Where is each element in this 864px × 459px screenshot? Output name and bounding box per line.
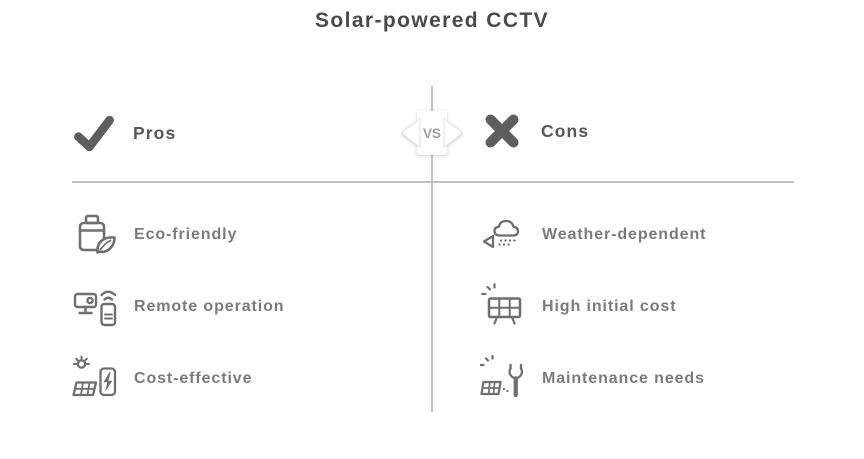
cons-item-row: Weather-dependent xyxy=(480,211,706,259)
check-icon xyxy=(72,111,116,155)
pros-item-row: Eco-friendly xyxy=(72,211,237,259)
solar-panel-icon xyxy=(480,283,528,331)
vs-badge: VS xyxy=(399,110,465,156)
vs-label: VS xyxy=(423,126,441,141)
pros-item-label: Cost-effective xyxy=(134,370,253,387)
cons-item-row: Maintenance needs xyxy=(480,355,705,403)
cross-icon xyxy=(480,109,524,153)
cons-header: Cons xyxy=(480,107,589,155)
solar-panel-wrench-icon xyxy=(480,355,528,403)
vertical-divider xyxy=(431,86,433,412)
pros-item-row: Cost-effective xyxy=(72,355,252,403)
vs-right-arrow-icon xyxy=(443,118,463,148)
pros-header: Pros xyxy=(72,109,176,157)
page-title: Solar-powered CCTV xyxy=(314,9,550,32)
cloud-rain-arrow-icon xyxy=(480,211,528,259)
pros-header-label: Pros xyxy=(133,122,177,143)
pros-item-label: Remote operation xyxy=(134,298,285,315)
cons-item-label: High initial cost xyxy=(542,298,677,315)
cons-header-label: Cons xyxy=(541,120,590,141)
cons-item-label: Weather-dependent xyxy=(542,226,707,243)
cctv-remote-icon xyxy=(72,283,120,331)
cons-item-row: High initial cost xyxy=(480,283,676,331)
battery-leaf-icon xyxy=(72,211,120,259)
solar-charger-bolt-icon xyxy=(72,355,120,403)
pros-item-label: Eco-friendly xyxy=(134,226,238,243)
vs-left-arrow-icon xyxy=(401,118,421,148)
pros-item-row: Remote operation xyxy=(72,283,284,331)
horizontal-divider xyxy=(72,181,794,183)
cons-item-label: Maintenance needs xyxy=(542,370,705,387)
